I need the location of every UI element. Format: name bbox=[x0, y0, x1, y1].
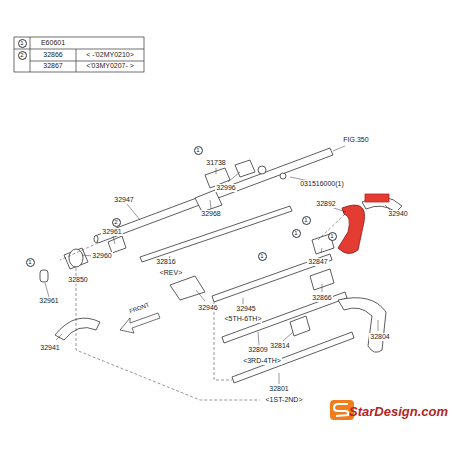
callout-number: 1 bbox=[258, 252, 267, 261]
part-number: < -'02MY0210> bbox=[85, 51, 135, 59]
part-number: 32968 bbox=[200, 210, 221, 218]
shift-rod bbox=[95, 148, 333, 243]
rod-end bbox=[94, 236, 98, 243]
part-number: 32961 bbox=[101, 228, 122, 236]
leader-line bbox=[322, 284, 323, 292]
leader-line bbox=[127, 204, 140, 220]
leader-line bbox=[196, 290, 205, 301]
leader-line bbox=[321, 248, 322, 253]
part-number: 32814 bbox=[269, 342, 290, 350]
part-number: 32960 bbox=[91, 252, 112, 260]
part-number: 32809 bbox=[247, 346, 268, 354]
shift-arm bbox=[195, 190, 222, 212]
front-arrow bbox=[120, 313, 160, 333]
part-number: 32945 bbox=[235, 305, 256, 313]
part-number: 32941 bbox=[39, 344, 60, 352]
rev-arm bbox=[170, 276, 205, 300]
callout-number: 2 bbox=[112, 218, 121, 227]
leader-line bbox=[45, 283, 49, 297]
part-number: 32804 bbox=[369, 333, 390, 341]
leader-line bbox=[56, 334, 62, 340]
part-number: 32847 bbox=[307, 258, 328, 266]
table-frame bbox=[14, 37, 144, 72]
part-number: 32996 bbox=[215, 184, 236, 192]
part-number: <5TH-6TH> bbox=[224, 315, 263, 323]
leader-line bbox=[243, 298, 244, 304]
part-number: 32867 bbox=[42, 62, 63, 70]
part-number: <1ST-2ND> bbox=[265, 396, 304, 404]
leader-line bbox=[333, 146, 345, 151]
callout-number: 2 bbox=[18, 51, 27, 60]
table-rule bbox=[30, 37, 31, 72]
leader-line bbox=[228, 172, 240, 182]
callout-number: 1 bbox=[194, 146, 203, 155]
direction-label: FRONT bbox=[127, 301, 151, 316]
watermark: StarDesign.com bbox=[348, 404, 449, 419]
part-number: 32866 bbox=[311, 294, 332, 302]
callout-number: 1 bbox=[328, 232, 337, 241]
assembly-line bbox=[318, 214, 345, 240]
table-rule bbox=[14, 49, 144, 50]
part-number: <3RD-4TH> bbox=[242, 357, 282, 365]
part-number: FIG.350 bbox=[342, 136, 369, 144]
part-number: 32947 bbox=[113, 196, 134, 204]
assembly-line bbox=[76, 268, 260, 400]
part-number: E60601 bbox=[40, 39, 66, 47]
part-number: 31738 bbox=[205, 159, 226, 167]
shift-rod bbox=[222, 292, 347, 343]
callout-number: 1 bbox=[302, 216, 311, 225]
part-number: <REV> bbox=[159, 269, 184, 277]
interlock-body bbox=[69, 249, 83, 267]
highlighted-shift-fork bbox=[338, 205, 365, 253]
leader-line bbox=[258, 332, 259, 345]
leader-line bbox=[216, 168, 217, 174]
part-number: 32946 bbox=[197, 304, 218, 312]
interlock-block bbox=[64, 248, 88, 269]
part-number: 32866 bbox=[42, 51, 63, 59]
shift-rod bbox=[232, 332, 354, 383]
callout-number: 1 bbox=[292, 229, 301, 238]
washer bbox=[280, 173, 286, 179]
leader-line bbox=[279, 373, 280, 384]
part-number: 32892 bbox=[315, 200, 336, 208]
leader-line bbox=[283, 332, 293, 341]
leader-line bbox=[378, 320, 379, 331]
leader-line bbox=[210, 200, 211, 209]
assembly-line bbox=[214, 302, 232, 380]
shift-block bbox=[235, 160, 255, 177]
part-number: 32801 bbox=[268, 385, 289, 393]
plug bbox=[258, 166, 266, 174]
part-number: 32961 bbox=[38, 297, 59, 305]
shift-rod bbox=[140, 206, 292, 262]
part-number: 32940 bbox=[387, 210, 408, 218]
pin bbox=[40, 270, 48, 282]
highlight-tag bbox=[365, 194, 389, 202]
part-number: <'03MY0207- > bbox=[85, 62, 135, 70]
shift-block bbox=[290, 316, 310, 336]
logo-s-shape bbox=[334, 404, 348, 416]
part-number: 031516000(1) bbox=[299, 180, 345, 188]
part-number: 32850 bbox=[67, 276, 88, 284]
shift-fork bbox=[338, 298, 386, 353]
stopper bbox=[108, 236, 126, 253]
table-rule bbox=[76, 49, 77, 72]
callout-number: 1 bbox=[18, 39, 27, 48]
part-number: 32816 bbox=[155, 258, 176, 266]
shift-fork bbox=[55, 318, 100, 340]
callout-number: 1 bbox=[26, 258, 35, 267]
leader-line bbox=[113, 236, 115, 244]
